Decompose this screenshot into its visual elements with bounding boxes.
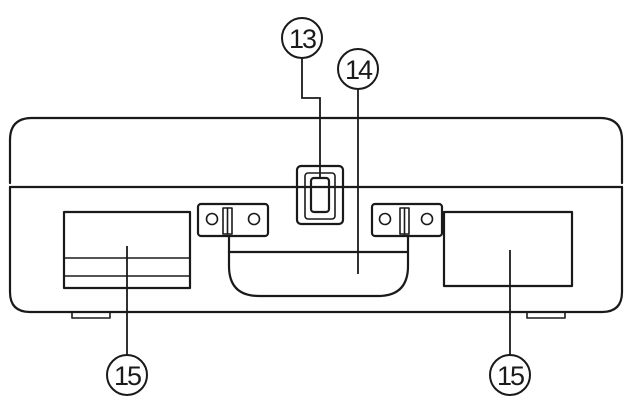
callout-handle-label: 14	[345, 55, 373, 85]
carry-handle	[227, 234, 410, 298]
callout-latch: 13	[281, 17, 323, 59]
foot-right	[526, 311, 566, 319]
hinge-bracket-right	[370, 202, 444, 238]
callout-speaker-right-label: 15	[497, 361, 524, 391]
callout-handle: 14	[337, 48, 379, 90]
callout-latch-label: 13	[289, 24, 316, 54]
hinge-bracket-left	[196, 202, 270, 238]
case-base	[8, 185, 624, 314]
callout-speaker-left-label: 15	[114, 361, 141, 391]
speaker-right	[442, 210, 574, 288]
case-lid	[8, 116, 624, 185]
foot-left	[71, 311, 111, 319]
leader-line-latch	[301, 57, 321, 178]
callout-speaker-left: 15	[106, 354, 148, 396]
callout-speaker-right: 15	[489, 354, 531, 396]
